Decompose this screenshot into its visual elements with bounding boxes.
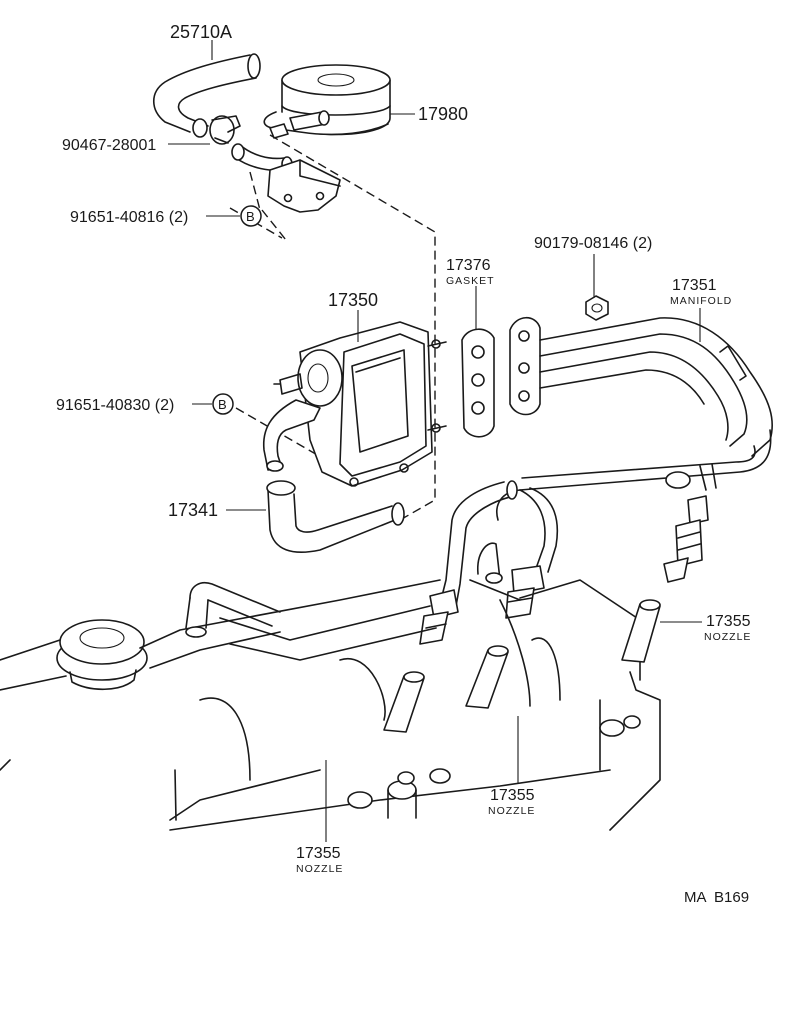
- ref-circle-lower: [212, 393, 234, 415]
- engine-cylinder-head: [0, 542, 661, 831]
- nozzle-middle: [465, 645, 509, 709]
- label-nozzle-right-num: 17355: [706, 613, 751, 630]
- figure-code: MA B169: [684, 889, 749, 906]
- nut-90179: [585, 295, 609, 321]
- nozzle-right: [621, 599, 661, 663]
- label-nozzle-middle-name: NOZZLE: [488, 805, 535, 817]
- label-valve-assembly-17350: 17350: [328, 290, 378, 310]
- valve-bracket: [267, 159, 341, 213]
- label-manifold-name: MANIFOLD: [670, 295, 732, 307]
- hose-25710a: [152, 53, 261, 138]
- label-nut-90179: 90179-08146 (2): [534, 235, 652, 252]
- label-manifold-17351: 17351: [672, 277, 717, 294]
- label-ref-b-upper: B: [246, 209, 255, 224]
- label-hose-25710a: 25710A: [170, 22, 232, 42]
- label-bolt-91651-40830: 91651-40830 (2): [56, 397, 174, 414]
- manifold-flange: [509, 316, 541, 416]
- hose-17341: [266, 480, 405, 553]
- label-gasket-name: GASKET: [446, 275, 495, 287]
- ref-circle-upper: [240, 205, 262, 227]
- label-ref-b-lower: B: [218, 397, 227, 412]
- label-bolt-91651-40816: 91651-40816 (2): [70, 209, 188, 226]
- leader-lines: [168, 40, 702, 842]
- valve-assembly-17350: [262, 321, 447, 487]
- label-gasket-17376: 17376: [446, 257, 491, 274]
- label-nozzle-middle-num: 17355: [490, 787, 535, 804]
- label-nozzle-left-num: 17355: [296, 845, 341, 862]
- label-valve-17980: 17980: [418, 104, 468, 124]
- nozzle-left: [383, 671, 425, 733]
- valve-17980: [263, 64, 391, 139]
- manifold-17351: [419, 317, 773, 645]
- hose-clamp-90467: [209, 115, 241, 145]
- label-clamp-90467: 90467-28001: [62, 137, 156, 154]
- gasket-17376: [461, 328, 495, 438]
- label-nozzle-right-name: NOZZLE: [704, 631, 751, 643]
- label-nozzle-left-name: NOZZLE: [296, 863, 343, 875]
- label-hose-17341: 17341: [168, 500, 218, 520]
